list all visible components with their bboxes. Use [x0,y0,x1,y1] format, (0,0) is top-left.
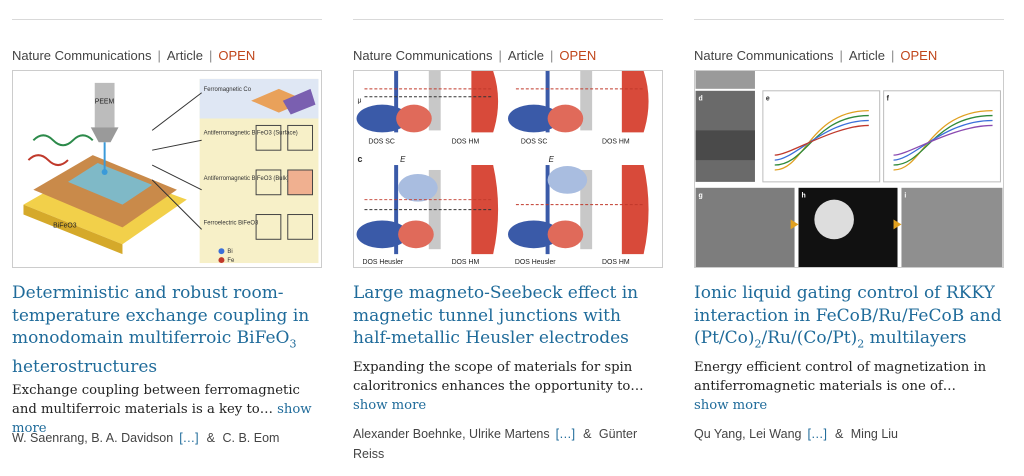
article-thumbnail[interactable]: DOS SC DOS HM DOS SC DOS HM μ c E E [353,70,663,268]
divider [12,19,322,20]
article-meta: Nature Communications|Article|OPEN [353,48,597,63]
divider [353,19,663,20]
expand-authors-link[interactable]: […] [555,427,576,441]
article-description: Expanding the scope of materials for spi… [353,360,644,413]
svg-text:i: i [904,193,906,200]
expand-authors-link[interactable]: […] [179,431,199,445]
figure-illustration: d e f g h i [695,71,1003,267]
label-bi: Bi [227,249,232,255]
label-bfo: BiFeO3 [53,222,77,229]
article-description: Exchange coupling between ferromagnetic … [12,383,312,436]
article-meta: Nature Communications|Article|OPEN [694,48,938,63]
author-list: W. Saenrang, B. A. Davidson[…]& C. B. Eo… [12,431,280,445]
svg-text:h: h [801,193,805,200]
svg-text:c: c [358,154,363,164]
label-afm-surface: Antiferromagnetic BiFeO3 (Surface) [204,130,298,136]
label-dos-sc: DOS SC [521,138,547,145]
label-dos-hm: DOS HM [452,138,480,145]
label-dos-hm: DOS HM [602,259,630,266]
open-access-badge: OPEN [559,48,597,63]
label-ferromagnetic: Ferromagnetic Co [204,87,252,93]
journal-name: Nature Communications [353,48,493,63]
show-more-link[interactable]: show more [353,398,427,413]
label-dos-sc: DOS SC [368,138,394,145]
label-dos-hm: DOS HM [602,138,630,145]
open-access-badge: OPEN [900,48,938,63]
svg-text:g: g [699,193,703,200]
journal-name: Nature Communications [12,48,152,63]
expand-authors-link[interactable]: […] [807,427,827,441]
svg-text:E: E [549,155,555,164]
label-dos-hm: DOS HM [452,259,480,266]
article-title[interactable]: Large magneto-Seebeck effect in magnetic… [353,283,639,348]
article-type: Article [507,48,544,63]
label-afm-bulk: Antiferromagnetic BiFeO3 (Bulk) [204,176,289,182]
svg-text:e: e [766,96,770,103]
divider [694,19,1004,20]
open-access-badge: OPEN [218,48,256,63]
article-meta: Nature Communications|Article|OPEN [12,48,256,63]
author-list: Qu Yang, Lei Wang[…]& Ming Liu [694,427,899,441]
svg-text:d: d [699,96,703,103]
label-peem: PEEM [95,99,115,106]
journal-name: Nature Communications [694,48,834,63]
article-type: Article [166,48,203,63]
article-title[interactable]: Ionic liquid gating control of RKKY inte… [694,283,1002,351]
dos-panel-top: DOS SC DOS HM DOS SC DOS HM μ [356,71,649,145]
article-description: Energy efficient control of magnetizatio… [694,360,987,413]
dos-panel-bottom: c E E [356,154,649,266]
article-thumbnail[interactable]: d e f g h i [694,70,1004,268]
label-dos-heusler: DOS Heusler [515,259,556,266]
label-fe: Fe [227,258,235,264]
show-more-link[interactable]: show more [694,398,768,413]
article-type: Article [848,48,885,63]
show-more-link[interactable]: show more [12,402,312,436]
label-ferroelectric: Ferroelectric BiFeO3 [204,220,259,226]
author-list: Alexander Boehnke, Ulrike Martens[…]& Gü… [353,427,638,461]
svg-text:μ: μ [358,98,362,105]
figure-illustration: DOS SC DOS HM DOS SC DOS HM μ c E E [354,71,662,267]
label-dos-heusler: DOS Heusler [362,259,403,266]
svg-text:f: f [887,96,890,103]
article-thumbnail[interactable]: PEEM BiFeO3 Ferromagnetic Co Antiferroma… [12,70,322,268]
article-title[interactable]: Deterministic and robust room-temperatur… [12,283,310,377]
svg-text:E: E [400,155,406,164]
figure-illustration: PEEM BiFeO3 Ferromagnetic Co Antiferroma… [13,71,321,267]
